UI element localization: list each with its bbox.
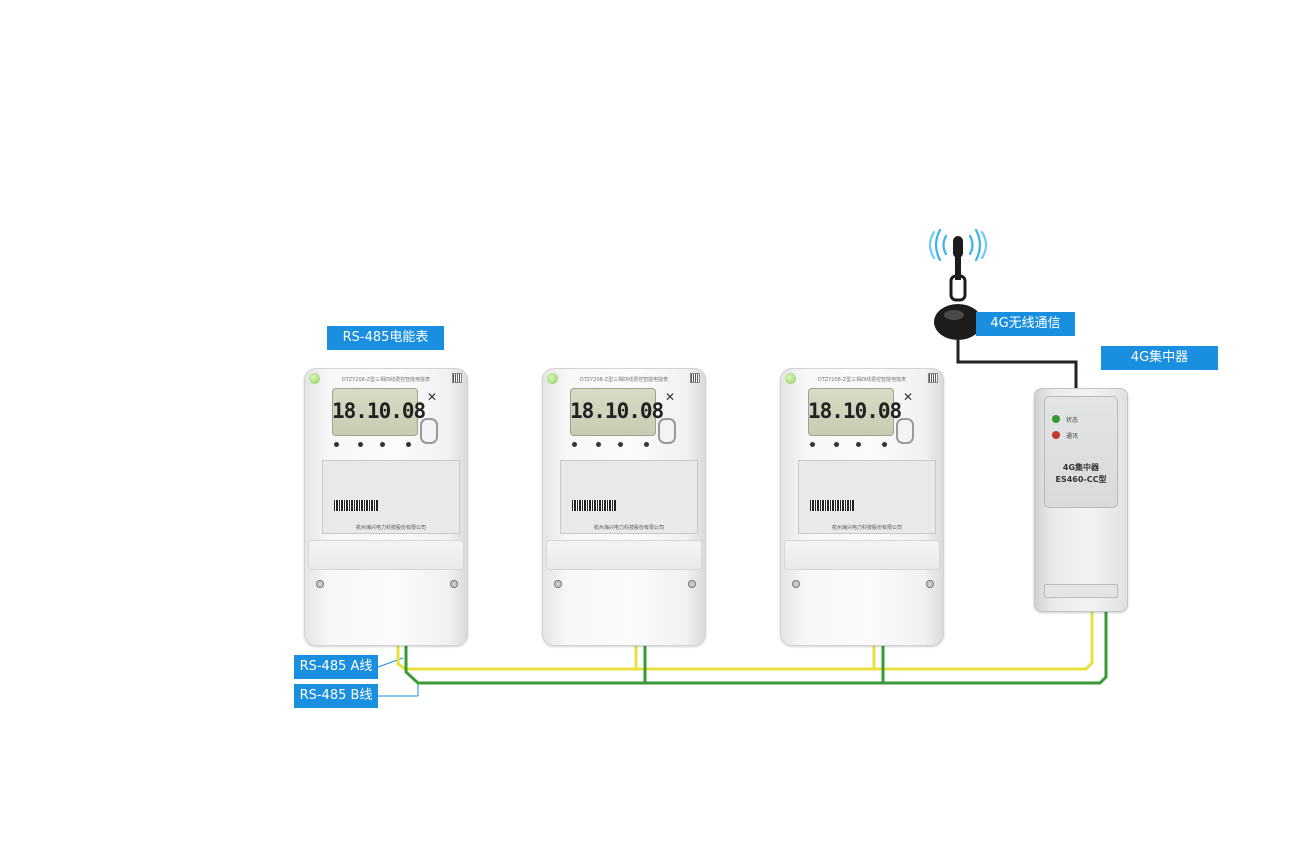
concentrator-device: 状态 通讯 4G集中器 ES460-CC型 [1034, 388, 1128, 612]
concentrator-label: 4G集中器 [1101, 346, 1218, 370]
meter-maker: 杭州海兴电力科技股份有限公司 [355, 525, 426, 531]
page-button[interactable] [896, 418, 914, 444]
indicator-leds [810, 442, 900, 448]
power-led [309, 373, 320, 384]
lcd-display: 18.10.08 [570, 388, 664, 436]
brand-logo: ✕ [427, 390, 438, 404]
signal-wave-icon [928, 228, 988, 262]
meter-maker: 杭州海兴电力科技股份有限公司 [593, 525, 664, 531]
power-led [785, 373, 796, 384]
meter-model: DTZY208-Z型三相四线费控智能电能表 [341, 377, 431, 383]
terminal-cover [546, 540, 702, 570]
lcd-reading: 18.10.08 [570, 399, 664, 423]
barcode [810, 500, 854, 511]
energy-meter: DTZY208-Z型三相四线费控智能电能表 18.10.08 ✕ 杭州海兴电力科… [304, 368, 468, 646]
meter-model: DTZY208-Z型三相四线费控智能电能表 [817, 377, 907, 383]
nameplate: 杭州海兴电力科技股份有限公司 [798, 460, 936, 534]
lcd-display: 18.10.08 [808, 388, 902, 436]
terminal-cover [784, 540, 940, 570]
screw [554, 580, 562, 588]
wireless-label: 4G无线通信 [976, 312, 1075, 336]
indicator-leds [334, 442, 424, 448]
nameplate: 杭州海兴电力科技股份有限公司 [560, 460, 698, 534]
terminal-cover [308, 540, 464, 570]
lcd-display: 18.10.08 [332, 388, 426, 436]
indicator-leds [572, 442, 662, 448]
wire-b-label: RS-485 B线 [294, 684, 378, 708]
barcode [572, 500, 616, 511]
qr-code [452, 373, 462, 383]
brand-logo: ✕ [903, 390, 914, 404]
energy-meter: DTZY208-Z型三相四线费控智能电能表 18.10.08 ✕ 杭州海兴电力科… [542, 368, 706, 646]
qr-code [690, 373, 700, 383]
status-led-label: 状态 [1066, 417, 1079, 424]
lcd-reading: 18.10.08 [808, 399, 902, 423]
screw [926, 580, 934, 588]
power-led [547, 373, 558, 384]
status-led [1052, 415, 1060, 423]
barcode [334, 500, 378, 511]
screw [688, 580, 696, 588]
terminal-block [1044, 584, 1118, 598]
screw [792, 580, 800, 588]
nameplate: 杭州海兴电力科技股份有限公司 [322, 460, 460, 534]
concentrator-title: 4G集中器 [1062, 463, 1100, 472]
page-button[interactable] [420, 418, 438, 444]
concentrator-face: 状态 通讯 4G集中器 ES460-CC型 [1044, 396, 1118, 508]
comm-led [1052, 431, 1060, 439]
page-button[interactable] [658, 418, 676, 444]
lcd-reading: 18.10.08 [332, 399, 426, 423]
meter-maker: 杭州海兴电力科技股份有限公司 [831, 525, 902, 531]
qr-code [928, 373, 938, 383]
antenna-cable [956, 340, 1078, 390]
concentrator-model: ES460-CC型 [1055, 475, 1107, 484]
brand-logo: ✕ [665, 390, 676, 404]
screw [450, 580, 458, 588]
meter-group-label: RS-485电能表 [327, 326, 444, 350]
screw [316, 580, 324, 588]
wire-a-label: RS-485 A线 [294, 655, 378, 679]
comm-led-label: 通讯 [1066, 433, 1079, 440]
rs485-a-wire [396, 612, 1094, 671]
meter-model: DTZY208-Z型三相四线费控智能电能表 [579, 377, 669, 383]
antenna-icon [934, 236, 982, 340]
rs485-b-wire [404, 612, 1108, 685]
energy-meter: DTZY208-Z型三相四线费控智能电能表 18.10.08 ✕ 杭州海兴电力科… [780, 368, 944, 646]
